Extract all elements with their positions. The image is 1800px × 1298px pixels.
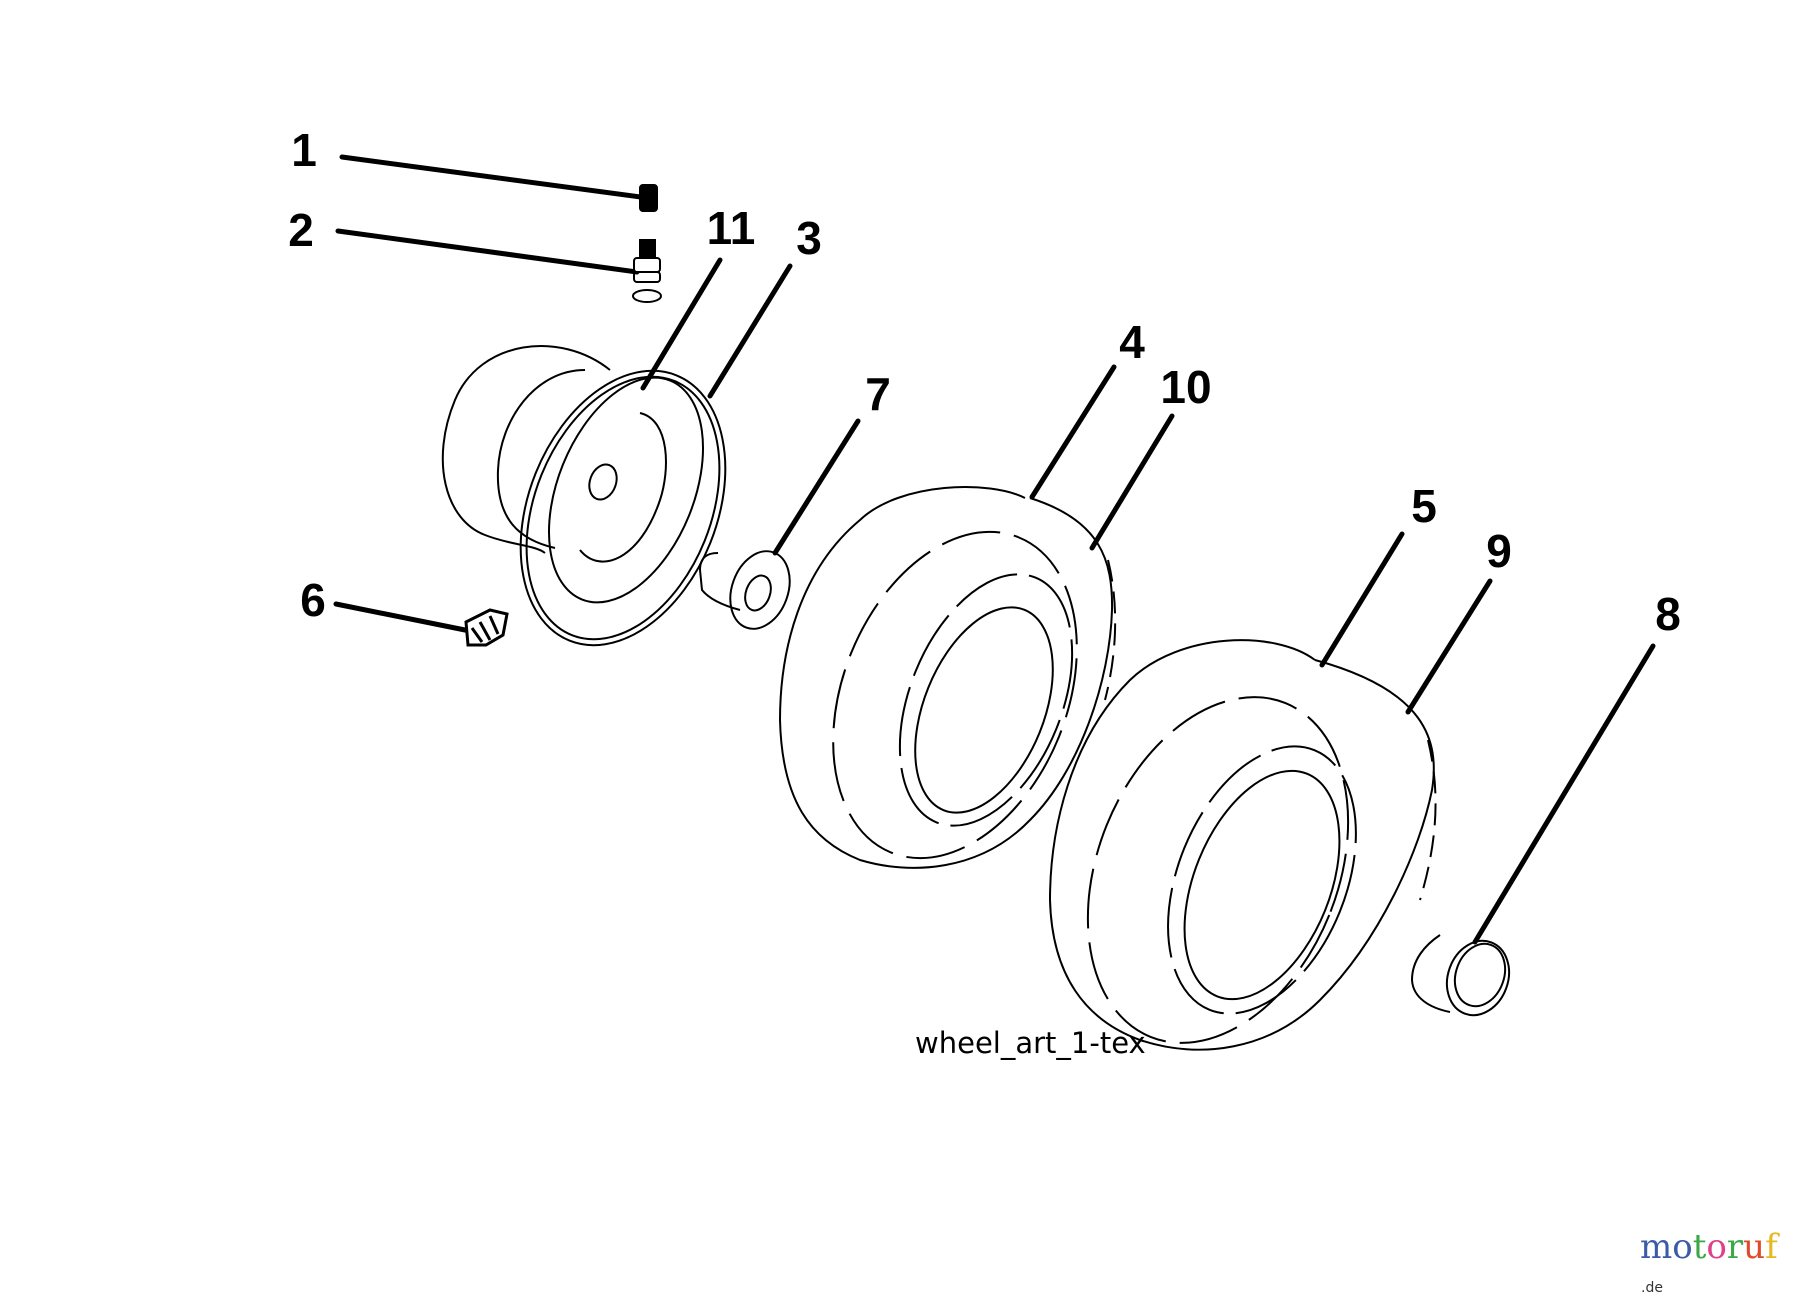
watermark-letter: r — [1726, 1227, 1744, 1267]
rear-tire-part — [1048, 639, 1437, 1051]
callout-1: 1 — [291, 124, 317, 176]
callout-5: 5 — [1411, 480, 1437, 532]
hub-cap-part — [1410, 934, 1511, 1017]
watermark-letter: m — [1640, 1227, 1673, 1267]
callout-3: 3 — [796, 212, 822, 264]
front-tire-part — [778, 486, 1117, 869]
callout-8: 8 — [1655, 588, 1681, 640]
wheel-rim-part — [519, 369, 727, 647]
grease-fitting-part — [464, 608, 509, 647]
callout-7: 7 — [865, 368, 891, 420]
callout-10: 10 — [1160, 361, 1212, 413]
rim-back-half — [441, 345, 611, 554]
bushing-part — [698, 550, 791, 630]
watermark-letter: u — [1743, 1227, 1766, 1267]
valve-stem-part — [632, 239, 662, 303]
callout-4: 4 — [1119, 316, 1145, 368]
callout-11: 11 — [706, 202, 756, 254]
watermark-letter: o — [1672, 1227, 1693, 1267]
valve-cap-part — [639, 184, 658, 212]
diagram-caption: wheel_art_1-tex — [915, 1026, 1146, 1060]
watermark-tld: .de — [1641, 1280, 1663, 1296]
motoruf-watermark: motoruf .de — [1640, 1230, 1800, 1298]
callout-9: 9 — [1486, 525, 1512, 577]
watermark-letter: f — [1765, 1227, 1778, 1267]
callout-2: 2 — [288, 204, 314, 256]
callout-6: 6 — [300, 574, 326, 626]
watermark-letter: o — [1706, 1227, 1727, 1267]
watermark-letter: t — [1692, 1227, 1707, 1267]
leader-lines — [333, 154, 1656, 945]
